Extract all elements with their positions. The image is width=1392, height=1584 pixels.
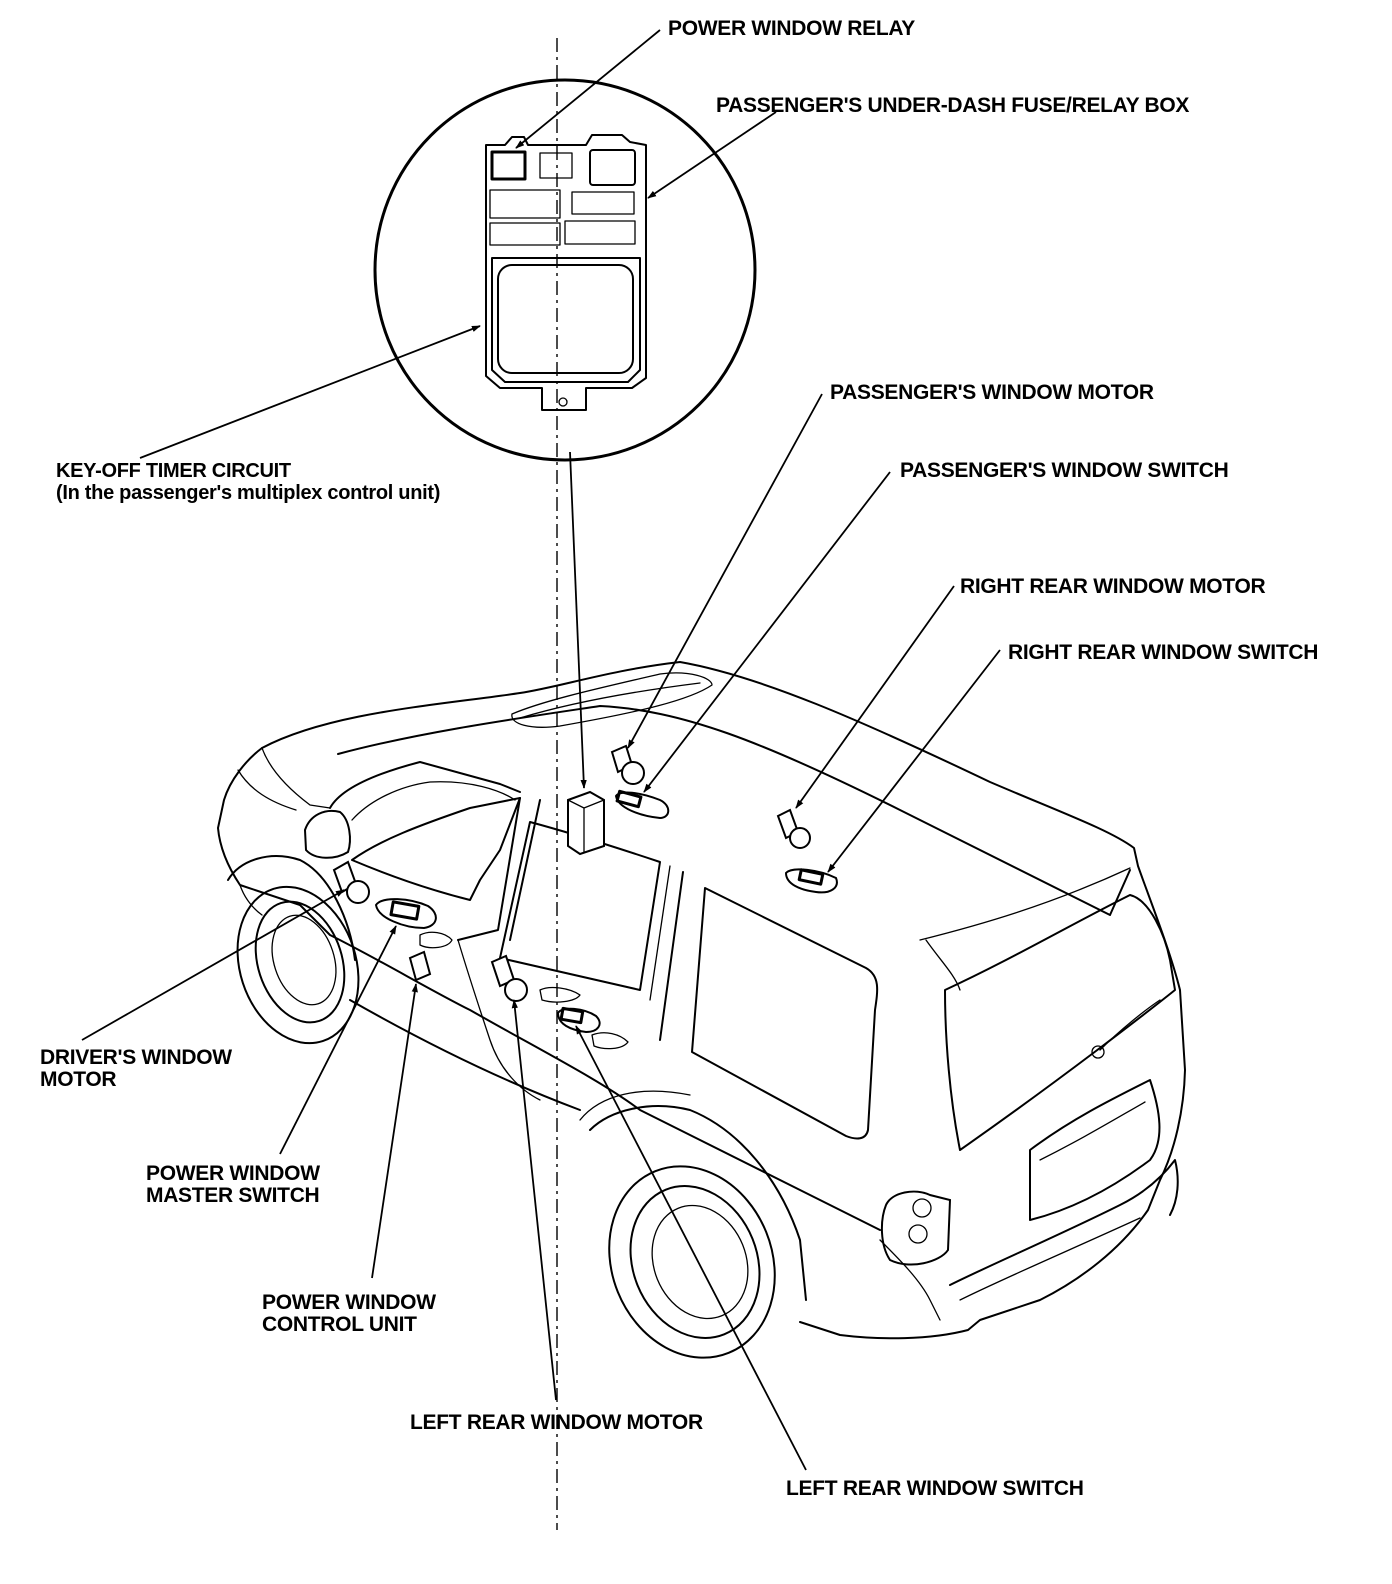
control-unit-line1: POWER WINDOW: [262, 1291, 436, 1314]
key-off-timer-line1: KEY-OFF TIMER CIRCUIT: [56, 460, 291, 482]
label-master-switch: POWER WINDOW MASTER SWITCH: [146, 1163, 320, 1207]
leader-multiplex-unit: [569, 451, 587, 789]
power-window-relay-text: POWER WINDOW RELAY: [668, 17, 915, 40]
leader-passenger-window-motor: [627, 393, 823, 749]
leader-right-rear-window-motor: [795, 585, 955, 809]
passenger-window-switch-text: PASSENGER'S WINDOW SWITCH: [900, 459, 1229, 482]
leader-driver-window-motor: [81, 889, 345, 1041]
leader-left-rear-window-motor: [511, 999, 557, 1401]
passenger-window-motor-text: PASSENGER'S WINDOW MOTOR: [830, 381, 1154, 404]
fuse-relay-box: [485, 134, 647, 411]
front-wheel: [227, 855, 360, 1045]
components: [332, 744, 838, 1034]
rear-wheel: [579, 1090, 807, 1359]
leader-left-rear-window-switch: [575, 1025, 807, 1471]
label-left-rear-window-switch: LEFT REAR WINDOW SWITCH: [786, 1478, 1084, 1500]
leader-underdash-fuse-box: [647, 111, 777, 199]
leader-passenger-window-switch: [643, 471, 891, 793]
vehicle-illustration: [217, 661, 1186, 1359]
inset-magnifier: [373, 78, 757, 462]
master-switch-line2: MASTER SWITCH: [146, 1184, 320, 1207]
right-rear-window-switch-text: RIGHT REAR WINDOW SWITCH: [1008, 641, 1319, 664]
label-left-rear-window-motor: LEFT REAR WINDOW MOTOR: [410, 1412, 703, 1434]
driver-window-motor-line2: MOTOR: [40, 1068, 117, 1091]
passenger-window-switch-part: [614, 791, 670, 820]
underdash-fuse-box-text: PASSENGER'S UNDER-DASH FUSE/RELAY BOX: [716, 94, 1190, 117]
label-driver-window-motor: DRIVER'S WINDOW MOTOR: [40, 1047, 232, 1091]
leader-lines: [81, 29, 1001, 1471]
label-control-unit: POWER WINDOW CONTROL UNIT: [262, 1292, 436, 1336]
leader-control-unit: [371, 983, 418, 1279]
leader-key-off-timer: [139, 325, 481, 459]
control-unit-line2: CONTROL UNIT: [262, 1313, 417, 1336]
side-mirror: [303, 810, 351, 859]
driver-window-motor-line1: DRIVER'S WINDOW: [40, 1046, 232, 1069]
label-passenger-window-switch: PASSENGER'S WINDOW SWITCH: [900, 459, 1229, 482]
leader-right-rear-window-switch: [827, 649, 1001, 873]
right-rear-window-motor-text: RIGHT REAR WINDOW MOTOR: [960, 575, 1266, 598]
multiplex-control-unit: [567, 790, 605, 856]
power-window-relay-box: [490, 150, 527, 181]
label-power-window-relay: POWER WINDOW RELAY: [668, 18, 915, 40]
control-unit-part: [408, 950, 432, 982]
leader-power-window-relay: [515, 29, 661, 149]
label-underdash-fuse-box: PASSENGER'S UNDER-DASH FUSE/RELAY BOX: [716, 95, 1189, 117]
label-right-rear-window-switch: RIGHT REAR WINDOW SWITCH: [1008, 642, 1318, 664]
key-off-timer-line2: (In the passenger's multiplex control un…: [56, 482, 441, 504]
leader-master-switch: [279, 925, 397, 1155]
rear-lamp: [880, 1190, 952, 1266]
left-rear-window-switch-text: LEFT REAR WINDOW SWITCH: [786, 1477, 1084, 1500]
master-switch-line1: POWER WINDOW: [146, 1162, 320, 1185]
label-key-off-timer: KEY-OFF TIMER CIRCUIT (In the passenger'…: [56, 460, 440, 504]
left-rear-window-motor-text: LEFT REAR WINDOW MOTOR: [410, 1411, 703, 1434]
label-passenger-window-motor: PASSENGER'S WINDOW MOTOR: [830, 382, 1154, 404]
label-right-rear-window-motor: RIGHT REAR WINDOW MOTOR: [960, 575, 1266, 598]
inset-circle: [373, 78, 757, 462]
